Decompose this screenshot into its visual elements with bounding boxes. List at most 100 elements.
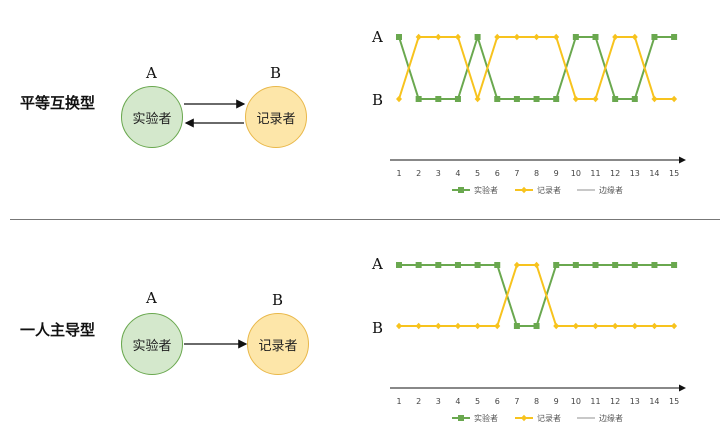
x-tick-label: 9 bbox=[554, 169, 559, 178]
x-tick-label: 15 bbox=[669, 397, 679, 406]
series-line bbox=[399, 264, 675, 327]
data-point bbox=[415, 262, 422, 268]
data-point bbox=[651, 322, 658, 330]
x-tick-label: 10 bbox=[571, 397, 581, 406]
data-point bbox=[572, 262, 579, 268]
data-point bbox=[474, 34, 481, 40]
data-point bbox=[612, 33, 619, 41]
data-point bbox=[396, 262, 402, 268]
data-point bbox=[533, 96, 540, 102]
data-point bbox=[671, 322, 678, 330]
x-tick-label: 4 bbox=[455, 169, 460, 178]
data-point bbox=[671, 262, 678, 268]
data-point bbox=[592, 34, 599, 40]
x-tick-label: 8 bbox=[534, 397, 539, 406]
exchange-arrows bbox=[184, 99, 246, 128]
data-point bbox=[631, 262, 638, 268]
data-point bbox=[651, 262, 658, 268]
x-tick-label: 11 bbox=[590, 169, 600, 178]
data-point bbox=[513, 261, 520, 269]
data-point bbox=[494, 33, 501, 41]
data-point bbox=[435, 33, 442, 41]
data-point bbox=[553, 96, 560, 102]
data-point bbox=[396, 34, 402, 40]
legend-label: 实验者 bbox=[474, 413, 498, 423]
data-point bbox=[415, 33, 422, 41]
data-point bbox=[474, 322, 481, 330]
data-point bbox=[612, 322, 619, 330]
data-point bbox=[435, 96, 442, 102]
data-point bbox=[435, 262, 442, 268]
data-point bbox=[513, 96, 520, 102]
y-level-label: B bbox=[372, 319, 383, 337]
data-point bbox=[396, 322, 402, 330]
data-point bbox=[592, 95, 599, 103]
x-tick-label: 13 bbox=[630, 169, 640, 178]
x-tick-label: 10 bbox=[571, 169, 581, 178]
legend-label: 实验者 bbox=[474, 185, 498, 195]
data-point bbox=[612, 262, 619, 268]
data-point bbox=[553, 322, 560, 330]
data-point bbox=[572, 322, 579, 330]
role-label-a: A bbox=[146, 64, 157, 82]
experimenter-label: 实验者 bbox=[132, 338, 172, 354]
x-tick-label: 5 bbox=[475, 397, 480, 406]
data-point bbox=[631, 322, 638, 330]
x-tick-label: 4 bbox=[455, 397, 460, 406]
x-tick-label: 2 bbox=[416, 397, 421, 406]
data-point bbox=[553, 262, 560, 268]
data-point bbox=[651, 34, 658, 40]
data-point bbox=[454, 262, 461, 268]
x-tick-label: 1 bbox=[396, 169, 401, 178]
x-tick-label: 7 bbox=[514, 397, 519, 406]
x-tick-label: 9 bbox=[554, 397, 559, 406]
legend-marker bbox=[521, 186, 527, 194]
x-tick-label: 8 bbox=[534, 169, 539, 178]
experimenter-circle: 实验者 bbox=[121, 86, 183, 148]
data-point bbox=[474, 262, 481, 268]
x-tick-label: 12 bbox=[610, 397, 620, 406]
data-point bbox=[671, 95, 678, 103]
data-point bbox=[396, 95, 402, 103]
x-axis-arrowhead bbox=[679, 156, 686, 164]
data-point bbox=[513, 33, 520, 41]
data-point bbox=[533, 323, 540, 329]
data-point bbox=[513, 323, 520, 329]
x-tick-label: 7 bbox=[514, 169, 519, 178]
data-point bbox=[494, 322, 501, 330]
data-point bbox=[454, 33, 461, 41]
x-tick-label: 11 bbox=[590, 397, 600, 406]
data-point bbox=[631, 96, 638, 102]
data-point bbox=[572, 95, 579, 103]
legend-marker bbox=[521, 414, 527, 422]
data-point bbox=[454, 96, 461, 102]
x-tick-label: 1 bbox=[396, 397, 401, 406]
legend-label: 记录者 bbox=[537, 414, 561, 423]
data-point bbox=[415, 322, 422, 330]
x-tick-label: 15 bbox=[669, 169, 679, 178]
data-point bbox=[454, 322, 461, 330]
x-tick-label: 3 bbox=[436, 397, 441, 406]
x-tick-label: 12 bbox=[610, 169, 620, 178]
data-point bbox=[494, 96, 501, 102]
x-tick-label: 2 bbox=[416, 169, 421, 178]
section-title-equal-exchange: 平等互换型 bbox=[20, 94, 96, 112]
role-label-b: B bbox=[270, 64, 282, 82]
y-level-label: B bbox=[372, 91, 383, 109]
x-axis-arrowhead bbox=[679, 384, 686, 392]
series-line bbox=[399, 264, 675, 327]
data-point bbox=[671, 34, 678, 40]
data-point bbox=[592, 322, 599, 330]
x-tick-label: 3 bbox=[436, 169, 441, 178]
data-point bbox=[415, 96, 422, 102]
role-label-b: B bbox=[272, 291, 284, 309]
experimenter-label: 实验者 bbox=[132, 111, 172, 127]
data-point bbox=[494, 262, 501, 268]
y-level-label: A bbox=[371, 28, 383, 46]
section-title-single-lead: 一人主导型 bbox=[20, 321, 96, 339]
recorder-circle: 记录者 bbox=[247, 313, 309, 375]
